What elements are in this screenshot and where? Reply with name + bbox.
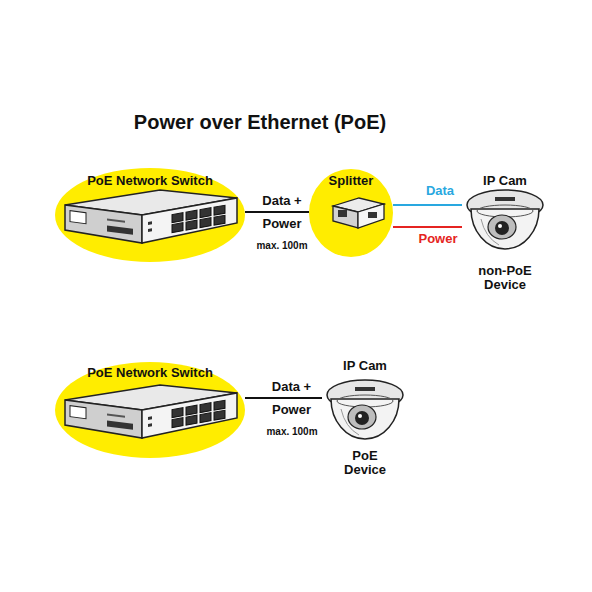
switch-left-face [65, 400, 142, 438]
camera-node: IP Cam non-PoE Device [462, 172, 548, 292]
rj45-port [214, 400, 225, 410]
rj45-port [172, 418, 183, 428]
splitter-port [338, 210, 347, 217]
diagram-title: Power over Ethernet (PoE) [60, 109, 460, 135]
switch-left-face [65, 205, 142, 243]
lens-highlight [358, 414, 362, 418]
connector-line [393, 226, 462, 228]
camera-base [467, 190, 543, 220]
switch-ellipse: PoE Network Switch [55, 168, 245, 262]
switch-ports [148, 400, 225, 432]
dome-reflection [481, 219, 499, 245]
switch-led [148, 423, 152, 427]
rj45-port [214, 215, 225, 225]
camera-dome [471, 209, 539, 249]
yellow-ellipse [55, 362, 245, 458]
switch-top-face [65, 385, 237, 410]
switch-ports [148, 205, 225, 237]
camera-lens-housing [348, 405, 376, 429]
switch-logo [107, 420, 133, 429]
rj45-port [200, 218, 211, 228]
rj45-port [200, 413, 211, 423]
camera-base [327, 380, 403, 410]
link-label: Data + Power [254, 189, 310, 235]
camera-dome [331, 399, 399, 439]
signal-label: Data [408, 182, 472, 200]
rj45-port [186, 220, 197, 230]
switch-led [148, 228, 152, 232]
rj45-port [172, 213, 183, 223]
rj45-port [186, 210, 197, 220]
switch-panel [70, 211, 86, 224]
node-heading: PoE Network Switch [60, 364, 240, 382]
dome-camera-illustration [327, 380, 403, 439]
switch-front-face [142, 198, 237, 243]
switch-left-details [70, 211, 133, 235]
link-label: Data + Power [264, 375, 320, 421]
connector-line [245, 397, 322, 399]
rj45-port [200, 208, 211, 218]
rj45-port [200, 403, 211, 413]
node-heading: Splitter [311, 172, 391, 190]
rj45-port [214, 410, 225, 420]
rj45-port [186, 405, 197, 415]
rj45-port [172, 408, 183, 418]
switch-ellipse: PoE Network Switch [55, 362, 245, 458]
switch-led [148, 416, 152, 420]
camera-logo [355, 387, 375, 391]
yellow-ellipse [55, 168, 245, 262]
switch-panel [70, 406, 86, 419]
dome-camera-illustration [467, 190, 543, 249]
connector-line [393, 204, 462, 206]
camera-ring [477, 205, 533, 217]
camera-logo [495, 197, 515, 201]
node-heading: IP Cam [474, 172, 536, 190]
splitter-illustration [333, 198, 384, 228]
node-heading: PoE Network Switch [60, 172, 240, 190]
switch-front-face [142, 393, 237, 438]
camera-lens [495, 221, 509, 235]
rj45-port [186, 415, 197, 425]
splitter-circle: Splitter [309, 169, 393, 257]
switch-led [148, 221, 152, 225]
rj45-port [172, 223, 183, 233]
signal-label: Power [406, 230, 470, 248]
dome-reflection [341, 409, 359, 435]
splitter-right-face [358, 204, 384, 228]
yellow-ellipse [309, 169, 393, 257]
splitter-top-face [333, 198, 384, 212]
switch-logo-line [107, 413, 125, 417]
switch-logo [107, 225, 133, 234]
device-type: PoE Device [334, 449, 396, 477]
distance-note: max. 100m [237, 239, 327, 253]
network-switch-illustration [65, 190, 237, 243]
splitter-port [368, 212, 377, 218]
camera-ring [337, 395, 393, 407]
switch-left-details [70, 406, 133, 430]
node-heading: IP Cam [334, 357, 396, 375]
splitter-left-face [333, 206, 358, 228]
network-switch-illustration [65, 385, 237, 438]
camera-node: IP CamPoE Device [322, 357, 408, 477]
switch-top-face [65, 190, 237, 215]
switch-logo-line [107, 218, 125, 222]
rj45-port [214, 205, 225, 215]
connector-line [245, 211, 309, 213]
lens-highlight [498, 224, 502, 228]
device-type: non-PoE Device [474, 264, 536, 292]
camera-lens-housing [488, 215, 516, 239]
distance-note: max. 100m [247, 425, 337, 439]
camera-lens [355, 411, 369, 425]
